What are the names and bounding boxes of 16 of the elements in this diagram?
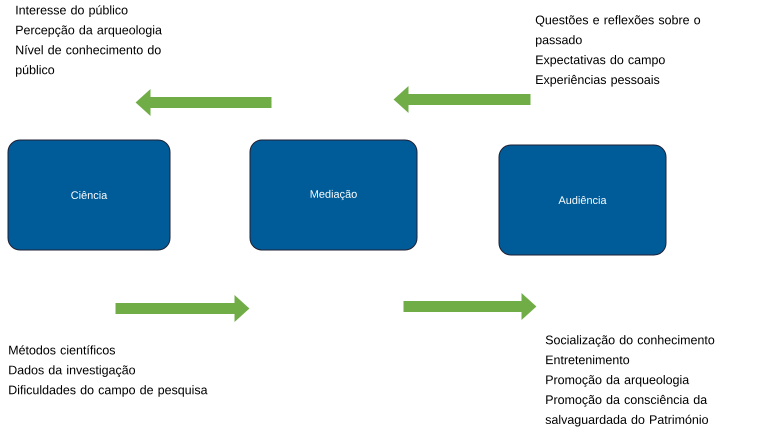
note-text: Métodos científicos [9,345,116,354]
process-box: Ciência [8,140,170,250]
note-text: Questões e reflexões sobre o passado [536,15,700,47]
note-text: Promoção da arqueologia [546,375,690,387]
note-text: Socialização do conhecimento [546,335,714,347]
note-text: Percepção da arqueologia [16,25,162,37]
note-text: Experiências pessoais [536,74,660,87]
note-text: Dados da investigação [9,365,136,377]
process-box: Mediação [250,140,418,250]
note-text: Entretenimento [546,355,630,364]
note-text: Promoção da consciência da salvaguardada do Património [546,394,708,426]
process-box: Audiência [498,144,666,256]
note-text: Expectativas do campo [536,55,665,67]
note-text: Nível de conhecimento do público [16,45,161,77]
note-text: Interesse do público [16,5,128,17]
note-text: Dificuldades do campo de pesquisa [9,385,208,397]
